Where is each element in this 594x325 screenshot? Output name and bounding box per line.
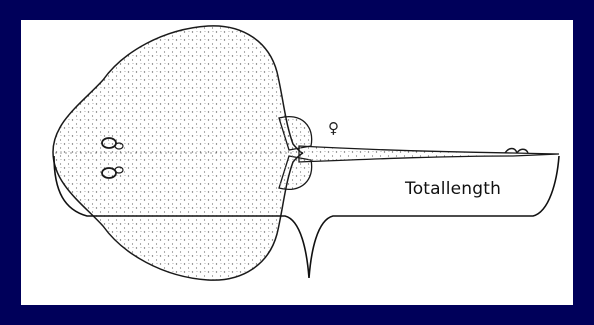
stingray-illustration	[23, 22, 573, 305]
figure-panel: ♀ Totallength	[21, 20, 573, 305]
total-length-label: Totallength	[405, 181, 501, 198]
female-symbol: ♀	[328, 121, 339, 136]
ray-tail	[299, 146, 559, 162]
